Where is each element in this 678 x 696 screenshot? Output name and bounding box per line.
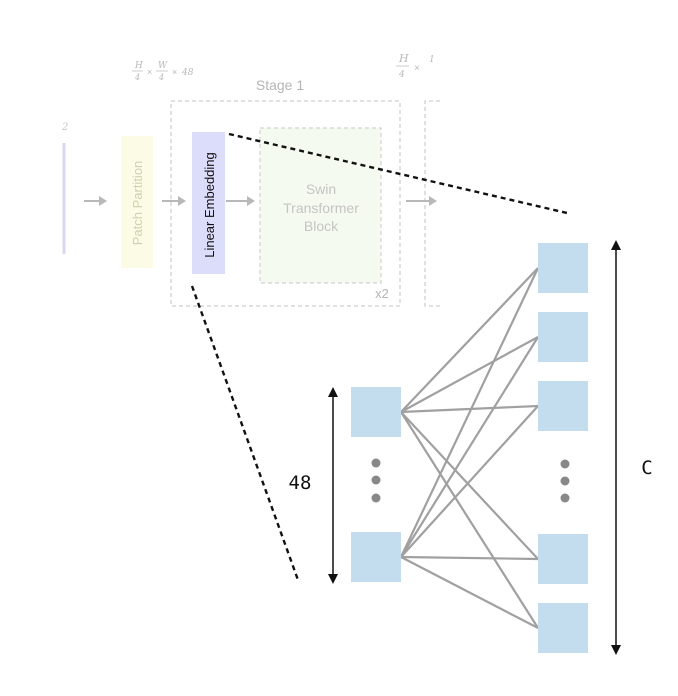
input-dot-2 bbox=[371, 475, 381, 485]
input-dim-label: 48 bbox=[289, 472, 312, 494]
zoom-guide-bottom bbox=[190, 285, 300, 581]
output-dim-head-top bbox=[611, 240, 621, 250]
fc-edge-1-2 bbox=[400, 336, 539, 413]
arrow-head-3 bbox=[247, 196, 255, 206]
swin-block-line1: Swin bbox=[306, 181, 336, 197]
stage-title: Stage 1 bbox=[256, 77, 304, 93]
next-stage-box bbox=[424, 100, 440, 307]
output-node-2 bbox=[538, 312, 588, 362]
output-dim-arrow bbox=[611, 240, 621, 655]
arrow-head-4 bbox=[429, 196, 437, 206]
arrow-head-2 bbox=[178, 196, 186, 206]
stage-box bbox=[170, 100, 401, 307]
output-dot-3 bbox=[560, 493, 570, 503]
linear-embedding-box bbox=[192, 132, 225, 274]
input-mark: 2 bbox=[61, 122, 68, 133]
next-dims-c: 1 bbox=[429, 55, 435, 65]
dims-h: H bbox=[134, 61, 143, 71]
dims-times-1: × bbox=[147, 67, 152, 77]
dims-h-denom: 4 bbox=[134, 73, 140, 82]
output-dot-1 bbox=[560, 459, 570, 469]
input-ellipsis bbox=[371, 458, 381, 503]
fc-edge-2-1 bbox=[400, 267, 539, 558]
output-dot-2 bbox=[560, 476, 570, 486]
patch-partition-label: Patch Partition bbox=[130, 161, 145, 246]
next-dims-h: H bbox=[398, 52, 409, 65]
output-node-4 bbox=[538, 534, 588, 584]
output-dims-label: H 4 × 1 bbox=[396, 52, 435, 80]
input-dim-head-bottom bbox=[328, 574, 338, 584]
output-ellipsis bbox=[560, 459, 570, 503]
arrow-heads bbox=[99, 196, 437, 206]
swin-block-box bbox=[259, 127, 382, 284]
output-node-3 bbox=[538, 381, 588, 431]
arrow-head-1 bbox=[99, 196, 107, 206]
output-dim-label: C bbox=[641, 457, 652, 479]
input-node-2 bbox=[351, 532, 401, 582]
fc-nodes bbox=[351, 243, 588, 653]
dims-w-denom: 4 bbox=[158, 73, 164, 82]
next-dims-denom: 4 bbox=[398, 70, 405, 80]
fc-network: 48 C bbox=[289, 240, 653, 655]
fc-edges bbox=[400, 267, 539, 629]
dims-channels: 48 bbox=[181, 68, 194, 78]
swin-block-line2: Transformer bbox=[283, 200, 359, 216]
zoom-guide-top bbox=[228, 132, 568, 215]
output-node-1 bbox=[538, 243, 588, 293]
zoom-guides bbox=[190, 132, 568, 581]
dims-times-2: × bbox=[172, 67, 177, 77]
input-dot-3 bbox=[371, 493, 381, 503]
fc-edge-1-4 bbox=[400, 411, 539, 560]
repeat-label: x2 bbox=[375, 286, 389, 301]
fc-edge-2-4 bbox=[400, 555, 539, 561]
input-node-1 bbox=[351, 387, 401, 437]
dims-w: W bbox=[158, 61, 168, 71]
fc-edge-2-2 bbox=[400, 336, 539, 558]
fc-edge-2-3 bbox=[400, 405, 539, 558]
linear-embedding-label: Linear Embedding bbox=[202, 152, 217, 258]
input-dim-head-top bbox=[328, 387, 338, 397]
stage-overview: H 4 × W 4 × 48 H 4 × 1 Stage 1 2 bbox=[61, 52, 440, 307]
fc-edge-1-3 bbox=[400, 404, 539, 414]
input-dim-arrow bbox=[328, 387, 338, 584]
swin-block-line3: Block bbox=[304, 218, 339, 234]
fc-edge-2-5 bbox=[400, 556, 539, 629]
output-node-5 bbox=[538, 603, 588, 653]
next-dims-times: × bbox=[414, 63, 420, 74]
fc-edge-1-5 bbox=[400, 411, 539, 629]
output-dim-head-bottom bbox=[611, 645, 621, 655]
patch-partition-box bbox=[121, 136, 153, 268]
fc-edge-1-1 bbox=[400, 267, 539, 413]
input-dims-label: H 4 × W 4 × 48 bbox=[132, 61, 194, 82]
input-dot-1 bbox=[371, 458, 381, 468]
